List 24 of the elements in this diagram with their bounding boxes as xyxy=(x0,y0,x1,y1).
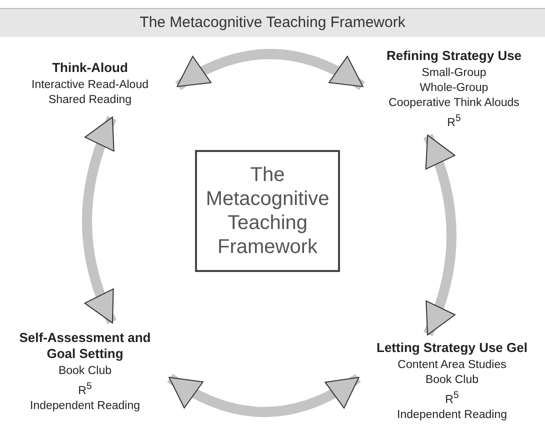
activity-text: R$^{5}$ xyxy=(444,389,460,408)
activity-text: Whole-Group xyxy=(418,81,490,96)
title-banner: The Metacognitive Teaching Framework xyxy=(0,8,545,37)
activity-text: Small-Group xyxy=(420,66,488,81)
activity-text: Interactive Read-Aloud xyxy=(30,78,150,93)
activity-text: Shared Reading xyxy=(47,93,133,108)
activity-text: Book Club xyxy=(424,373,480,388)
curved-double-arrow xyxy=(175,49,365,90)
curved-double-arrow xyxy=(423,134,456,336)
curved-double-arrow xyxy=(167,374,361,417)
activity-text: R$^{5}$ xyxy=(77,380,93,399)
stage-heading: Think-Aloud xyxy=(51,60,129,76)
framework-label: The Metacognitive Teaching Framework xyxy=(204,163,330,259)
stage-heading: Refining Strategy Use xyxy=(385,48,523,64)
activity-text: Content Area Studies xyxy=(396,358,508,373)
stage-heading: Letting Strategy Use Gel xyxy=(376,340,528,356)
center-box xyxy=(195,150,340,272)
activity-text: Independent Reading xyxy=(396,408,508,423)
activity-text: Independent Reading xyxy=(29,398,141,414)
activity-text: Cooperative Think Alouds xyxy=(388,96,520,111)
activity-text: Book Club xyxy=(57,364,113,379)
activity-text: R$^{5}$ xyxy=(446,112,462,131)
curved-double-arrow xyxy=(82,116,117,324)
stage-heading: Self-Assessment and Goal Setting xyxy=(18,330,152,362)
